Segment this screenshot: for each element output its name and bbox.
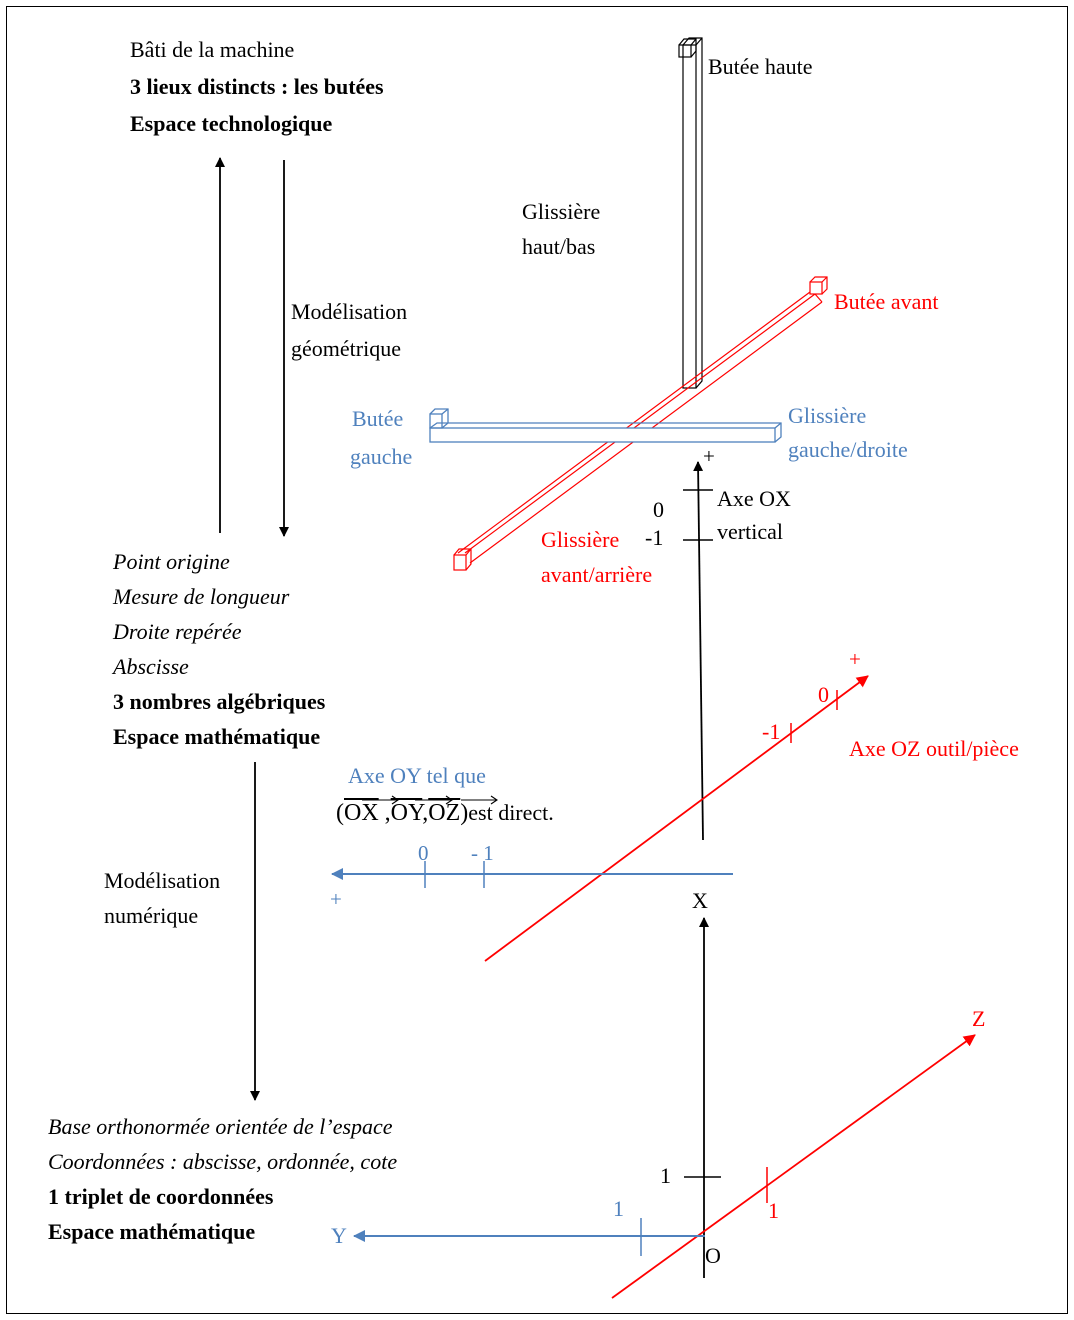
comma-1: , [378, 800, 391, 826]
abscissa-label: Abscisse [113, 654, 189, 679]
left-stop-label-2: gauche [350, 444, 413, 469]
front-stop [809, 276, 828, 295]
math-space-label-2: Espace mathématique [48, 1219, 256, 1244]
num-modeling-label-1: Modélisation [104, 868, 221, 893]
triplet-label: 1 triplet de coordonnées [48, 1184, 274, 1209]
frontback-slide-label-1: Glissière [541, 527, 620, 552]
leftright-slide-label-2: gauche/droite [788, 437, 908, 462]
axis-z-bottom [611, 1034, 976, 1299]
machine-frame-label: Bâti de la machine [130, 37, 295, 62]
left-stop [429, 408, 449, 429]
num-modeling-label-2: numérique [104, 903, 199, 928]
direct-triad-expression: (OX ,OY,OZ)est direct. [336, 800, 554, 826]
origin-o-label: O [705, 1243, 721, 1268]
updown-slide-label-2: haut/bas [522, 234, 596, 259]
slide-up-down [682, 37, 703, 389]
oz-minus-label: -1 [762, 719, 781, 744]
comma-2: , [422, 800, 429, 826]
slide-left-right [429, 422, 782, 443]
direct-text: est direct. [468, 800, 554, 825]
vec-ox: OX [344, 800, 379, 826]
x-axis-label: X [692, 888, 708, 913]
top-stop [678, 38, 697, 58]
left-stop-label-1: Butée [352, 406, 404, 431]
ox-minus-label: -1 [645, 525, 664, 550]
three-places-label: 3 lieux distincts : les butées [130, 74, 384, 99]
origin-point-label: Point origine [113, 549, 230, 574]
geo-modeling-label-1: Modélisation [291, 299, 408, 324]
z-axis-label: Z [972, 1006, 986, 1031]
vector-arrows [362, 795, 498, 805]
back-end [453, 548, 472, 571]
ox-zero-label: 0 [653, 497, 664, 522]
top-stop-label: Butée haute [708, 54, 813, 79]
diagram-frame [6, 6, 1068, 1314]
y-axis-label: Y [331, 1223, 347, 1248]
three-numbers-label: 3 nombres algébriques [113, 689, 326, 714]
oz-axis-label: Axe OZ outil/pièce [849, 736, 1019, 761]
oy-zero-label: 0 [418, 841, 429, 865]
geo-modeling-label-2: géométrique [291, 336, 401, 361]
math-space-label: Espace mathématique [113, 724, 321, 749]
z-one-label: 1 [768, 1198, 779, 1223]
x-one-label: 1 [660, 1163, 671, 1188]
updown-slide-label-1: Glissière [522, 199, 601, 224]
front-stop-label: Butée avant [834, 289, 939, 314]
oy-minus-label: - 1 [471, 841, 494, 865]
oriented-line-label: Droite repérée [113, 619, 242, 644]
oz-zero-label: 0 [818, 682, 829, 707]
length-measure-label: Mesure de longueur [113, 584, 290, 609]
axis-oz-mid [484, 675, 869, 962]
open-paren: ( [336, 800, 344, 826]
vec-oy: OY [390, 800, 423, 826]
tech-space-label: Espace technologique [130, 111, 333, 136]
leftright-slide-label-1: Glissière [788, 403, 867, 428]
frontback-slide-label-2: avant/arrière [541, 562, 653, 587]
y-one-label: 1 [613, 1196, 624, 1221]
vec-oz: OZ [428, 800, 461, 826]
close-paren: ) [460, 800, 469, 826]
coordinates-label: Coordonnées : abscisse, ordonnée, cote [48, 1149, 398, 1174]
oz-plus-label: + [849, 647, 861, 671]
ox-axis-label-2: vertical [717, 519, 783, 544]
oy-axis-label: Axe OY tel que [348, 763, 486, 788]
axis-ox-mid [693, 461, 704, 841]
oy-plus-label: + [330, 887, 342, 911]
base-label: Base orthonormée orientée de l’espace [48, 1114, 393, 1139]
ox-plus-label: + [703, 444, 715, 468]
ox-axis-label-1: Axe OX [717, 486, 791, 511]
